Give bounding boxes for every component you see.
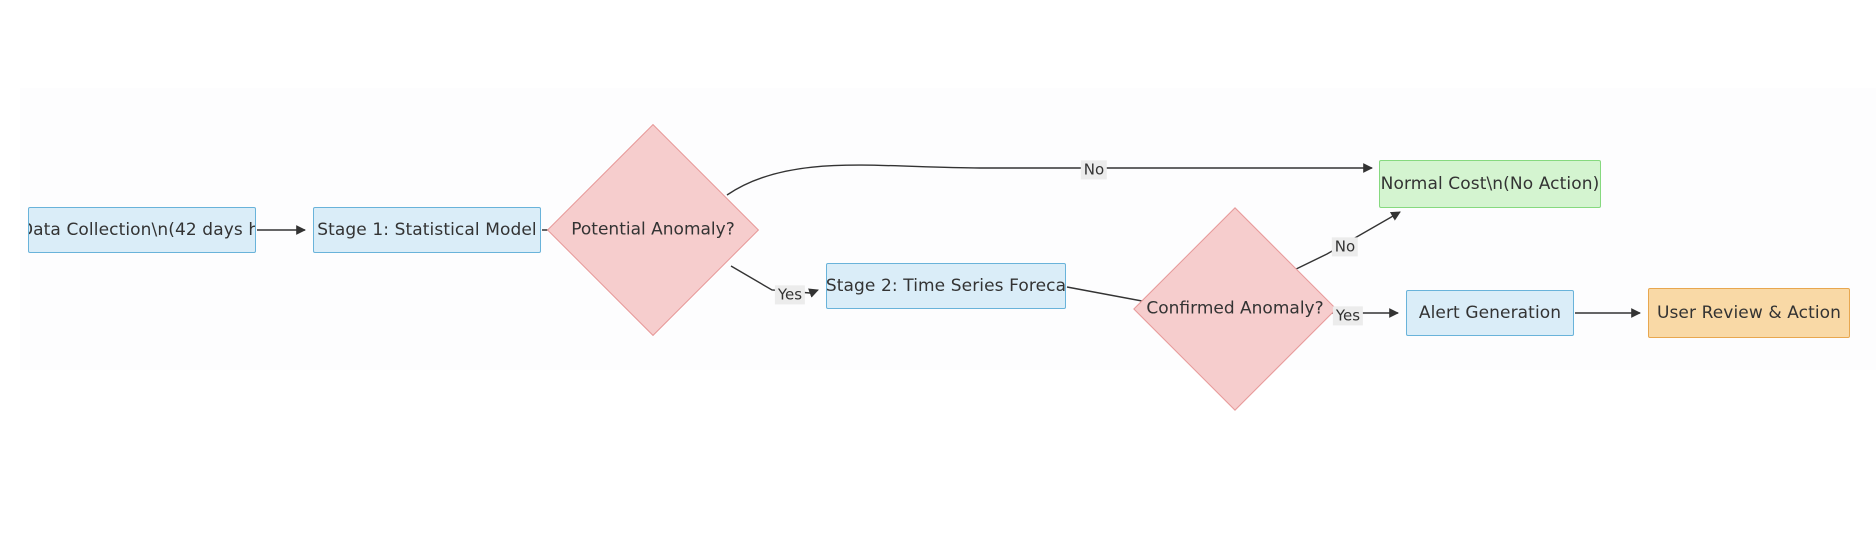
node-alert-generation-label: Alert Generation (1418, 302, 1562, 323)
node-stage-1-label: Stage 1: Statistical Model (317, 219, 537, 240)
edge-confirmed-anomaly-to-normal-cost (1289, 211, 1401, 273)
node-confirmed-anomaly-label: Confirmed Anomaly? (1146, 298, 1324, 319)
node-user-review-label: User Review & Action (1656, 302, 1842, 323)
edge-potential-anomaly-to-normal-cost (726, 163, 1373, 196)
node-stage-1[interactable]: Stage 1: Statistical Model (313, 207, 541, 253)
edge-label-yes-confirmed-anomaly: Yes (1332, 306, 1364, 326)
edge-label-no-potential-anomaly: No (1080, 160, 1108, 180)
edge-label-no-confirmed-anomaly: No (1331, 237, 1359, 257)
node-potential-anomaly-label: Potential Anomaly? (571, 219, 735, 240)
node-data-collection-label: Data Collection\n(42 days hi (28, 219, 256, 240)
node-stage-2-label: Stage 2: Time Series Foreca (826, 275, 1066, 296)
edge-label-yes-potential-anomaly: Yes (774, 285, 806, 305)
node-normal-cost-label: Normal Cost\n(No Action) (1380, 173, 1600, 194)
node-normal-cost[interactable]: Normal Cost\n(No Action) (1379, 160, 1601, 208)
node-potential-anomaly[interactable]: Potential Anomaly? (546, 123, 760, 337)
node-user-review[interactable]: User Review & Action (1648, 288, 1850, 338)
node-confirmed-anomaly[interactable]: Confirmed Anomaly? (1133, 207, 1337, 411)
node-alert-generation[interactable]: Alert Generation (1406, 290, 1574, 336)
node-stage-2[interactable]: Stage 2: Time Series Foreca (826, 263, 1066, 309)
node-data-collection[interactable]: Data Collection\n(42 days hi (28, 207, 256, 253)
